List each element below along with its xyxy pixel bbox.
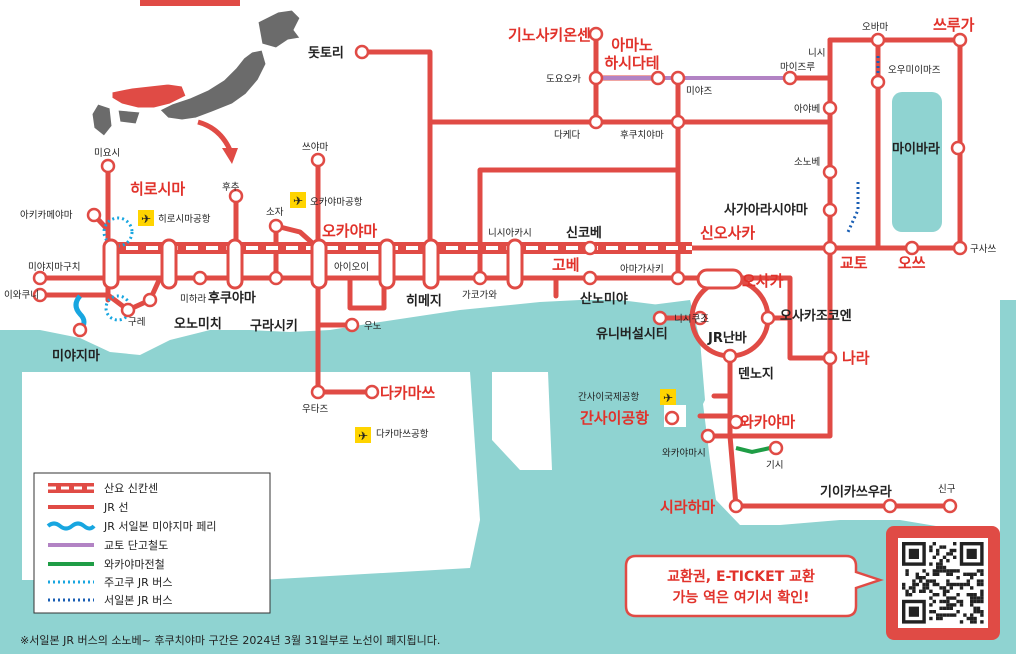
svg-text:✈: ✈ [293,194,303,208]
label-miyajima: 미야지마 [52,348,100,364]
label-kakogawa: 가코가와 [462,289,497,301]
label-tennoji: 덴노지 [738,366,774,382]
label-miyajimaguchi: 미야지마구치 [28,261,80,273]
label-sagano: 사가아라시야마 [724,202,808,218]
shinkansen-stations [102,238,744,290]
header-tab [140,0,240,6]
label-fukuyama: 후쿠야마 [208,290,256,306]
svg-text:✈: ✈ [663,391,673,405]
label-nishi-kujo: 니시쿠조 [674,314,709,325]
label-okayama-airport: 오카야마공항 [310,197,363,208]
label-sojya: 소자 [266,207,284,218]
label-onomichi: 오노미치 [174,316,222,332]
label-kishi: 기시 [766,460,783,471]
legend-west-bus: 서일본 JR 버스 [104,593,172,607]
svg-text:✈: ✈ [358,429,368,443]
label-kii-katsuura: 기이카쓰우라 [820,484,892,500]
airplane-icon: ✈ ✈ ✈ ✈ [138,192,676,443]
label-takamatsu-airport: 다카마쓰공항 [376,429,429,440]
label-utazu: 우타즈 [302,404,328,415]
lake-biwa [892,92,942,232]
label-shin-osaka: 신오사카 [700,224,755,242]
label-wakayamashi: 와카야마시 [662,447,706,459]
shinkansen-line [106,242,692,254]
ticket-callout[interactable]: 교환권, E-TICKET 교환 가능 역은 여기서 확인! [624,554,884,618]
label-omi-imazu: 오우미이마즈 [888,65,941,76]
label-osakajo: 오사카조코엔 [780,308,852,324]
label-hiroshima-airport: 히로시마공항 [158,214,211,225]
label-fukuchiyama: 후쿠치야마 [620,129,664,141]
japan-map-icon [91,9,301,137]
label-iwakuni: 이와쿠니 [4,289,39,301]
callout-line-1: 교환권, E-TICKET 교환 [667,568,815,585]
label-himeji: 히메지 [406,293,442,309]
label-nishi-maizuru-1: 니시 [808,48,825,59]
label-kobe: 고베 [552,256,580,274]
wakayama-dentetsu-line [735,446,771,455]
label-wakayama: 와카야마 [740,413,795,431]
label-kurashiki: 구라시키 [250,318,298,334]
label-mihara: 미하라 [180,293,206,305]
legend-wakayama: 와카야마전철 [104,558,165,571]
label-toyooka: 도요오카 [546,74,581,85]
label-nara: 나라 [842,349,870,367]
label-okayama: 오카야마 [322,222,377,240]
label-tsuruga: 쓰루가 [933,16,975,34]
label-miyazu: 미야즈 [686,86,712,97]
label-hiroshima: 히로시마 [130,180,185,198]
label-universal-city: 유니버설시티 [596,326,668,342]
label-jr-namba: JR난바 [707,330,747,346]
label-shirahama: 시라하마 [660,498,715,516]
footnote: ※서일본 JR 버스의 소노베~ 후쿠치야마 구간은 2024년 3월 31일부… [20,633,440,647]
legend-chugoku-bus: 주고쿠 JR 버스 [104,576,172,589]
arrow-icon [197,119,233,152]
svg-text:✈: ✈ [141,212,151,226]
label-tottori: 돗토리 [308,45,344,61]
legend-jr: JR 선 [103,501,129,514]
station-dots [32,26,968,514]
label-uno: 우노 [364,321,382,332]
label-kinosaki: 기노사키온센 [508,26,591,44]
label-akikameyama: 아키카메야마 [20,210,73,221]
legend: 산요 신칸센 JR 선 JR 서일본 미야지마 페리 교토 단고철도 와카야마전… [33,472,271,614]
label-fuchu: 후추 [222,182,240,193]
label-ayabe: 아야베 [794,104,820,115]
label-amanohashidate-2: 하시다테 [604,54,659,72]
label-chaya: 쓰야마 [302,142,328,153]
label-shingu: 신구 [938,484,956,495]
legend-tango: 교토 단고철도 [104,539,168,552]
label-shin-kobe: 신코베 [566,226,602,241]
label-kure: 구레 [128,317,145,328]
label-sonobe: 소노베 [794,157,820,168]
label-maibara: 마이바라 [892,141,940,157]
label-osaka: 오사카 [742,272,784,290]
label-amanohashidate-1: 아마노 [611,36,653,54]
qr-code-icon[interactable] [886,526,1000,640]
osaka-bay [612,300,705,430]
label-nishi-maizuru-2: 마이즈루 [780,62,815,73]
label-otsu: 오쓰 [898,254,926,272]
legend-ferry: JR 서일본 미야지마 페리 [103,519,216,533]
label-aioi: 아이오이 [334,262,369,273]
label-kusatsu: 구사쓰 [970,244,996,255]
legend-shinkansen: 산요 신칸센 [104,482,158,495]
label-nishi-akashi: 니시아카시 [488,228,532,239]
label-sannomiya: 산노미야 [580,291,628,307]
callout-line-2: 가능 역은 여기서 확인! [673,589,810,606]
label-takeda: 다케다 [554,130,580,141]
label-obama: 오바마 [862,22,888,33]
label-kyoto: 교토 [840,254,868,272]
label-takamatsu: 다카마쓰 [380,384,435,402]
awaji-island [492,372,552,470]
arrow-head [222,148,238,164]
label-kix-airport: 간사이국제공항 [578,392,639,403]
label-miyoshi: 미요시 [94,148,120,159]
label-kansai-airport: 간사이공항 [580,409,649,427]
label-amagasaki: 아마가사키 [620,264,664,275]
